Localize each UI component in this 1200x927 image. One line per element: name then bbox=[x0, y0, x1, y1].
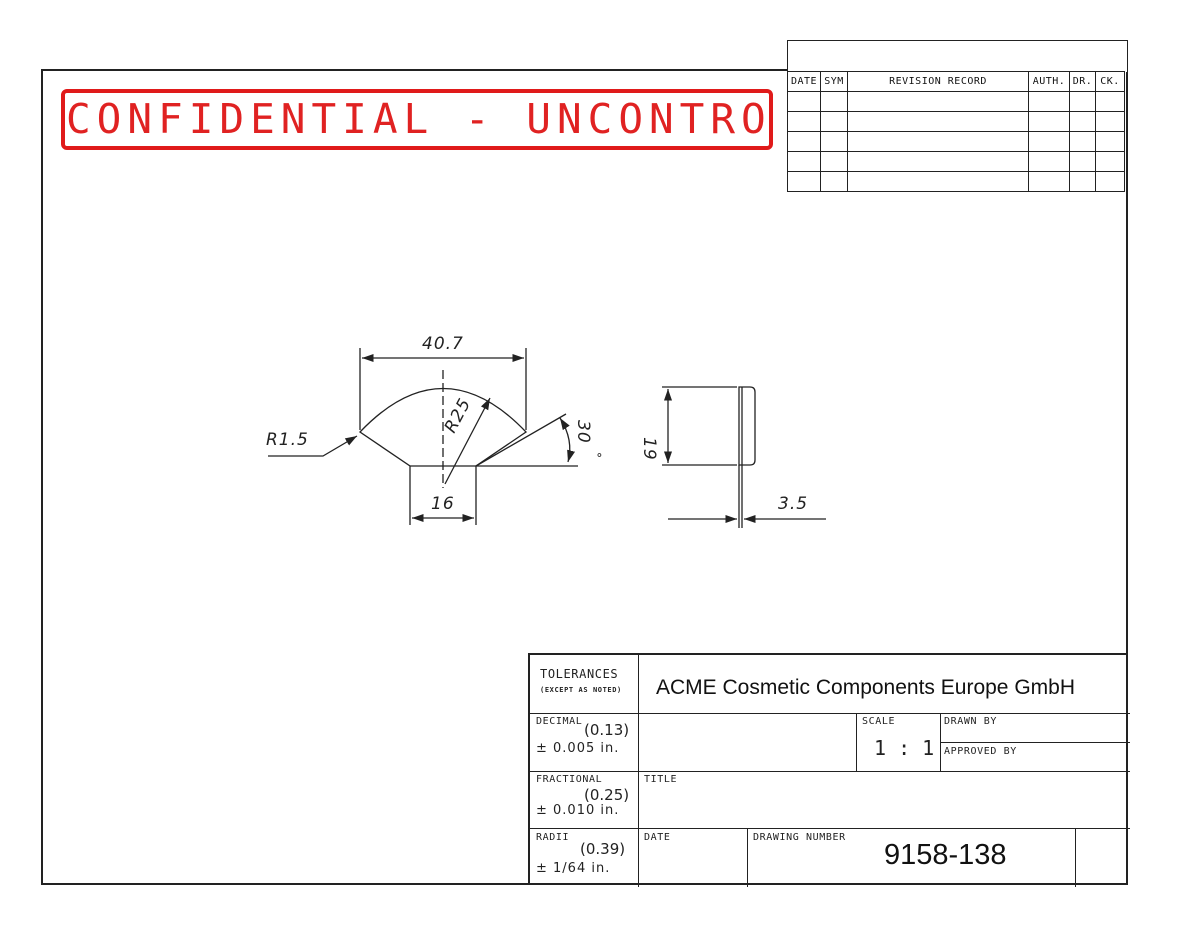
radii-mm: (0.39) bbox=[580, 840, 626, 858]
confidential-stamp-text: CONFIDENTIAL - UNCONTROLLED bbox=[66, 95, 766, 143]
dim-text-height: 19 bbox=[639, 437, 659, 461]
title-block: TOLERANCES (EXCEPT AS NOTED) ACME Cosmet… bbox=[528, 653, 1130, 887]
dim-text-thickness: 3.5 bbox=[778, 494, 808, 514]
decimal-label: DECIMAL bbox=[536, 716, 583, 727]
drawing-number: 9158-138 bbox=[884, 839, 1007, 871]
dim-text-r15: R1.5 bbox=[266, 430, 309, 450]
dim-text-r25: R25 bbox=[441, 395, 476, 437]
confidential-stamp bbox=[61, 89, 773, 150]
dim-line-r25 bbox=[444, 397, 491, 485]
dim-text-angle: 30 bbox=[573, 420, 593, 444]
revision-row bbox=[787, 111, 1125, 132]
sheet-border bbox=[41, 69, 1128, 885]
approved-by-label: APPROVED BY bbox=[944, 746, 1017, 757]
decimal-mm: (0.13) bbox=[584, 721, 630, 739]
company-name: ACME Cosmetic Components Europe GmbH bbox=[656, 676, 1075, 699]
title-label: TITLE bbox=[644, 774, 678, 785]
radii-value: ± 1/64 in. bbox=[536, 861, 611, 876]
tolerances-label: TOLERANCES bbox=[540, 667, 619, 681]
revision-row bbox=[787, 171, 1125, 192]
revision-row bbox=[787, 91, 1125, 112]
revision-table: DATE SYM REVISION RECORD AUTH. DR. CK. bbox=[787, 71, 1125, 192]
dim-text-width: 40.7 bbox=[422, 334, 464, 354]
drawn-by-label: DRAWN BY bbox=[944, 716, 997, 727]
decimal-value: ± 0.005 in. bbox=[536, 741, 620, 756]
dim-text-angle-unit: ° bbox=[589, 452, 603, 459]
rev-header-ck: CK. bbox=[1095, 71, 1125, 92]
tolerances-sub-label: (EXCEPT AS NOTED) bbox=[540, 686, 622, 694]
dim-text-base: 16 bbox=[431, 494, 455, 514]
revision-row bbox=[787, 151, 1125, 172]
scale-value: 1 : 1 bbox=[874, 736, 935, 760]
radii-label: RADII bbox=[536, 832, 570, 843]
fractional-mm: (0.25) bbox=[584, 786, 630, 804]
fractional-value: ± 0.010 in. bbox=[536, 803, 620, 818]
fractional-label: FRACTIONAL bbox=[536, 774, 603, 785]
scale-label: SCALE bbox=[862, 716, 896, 727]
part-side-profile bbox=[738, 386, 756, 466]
dim-arc-angle bbox=[559, 417, 576, 463]
drawing-number-label: DRAWING NUMBER bbox=[753, 832, 846, 843]
date-label: DATE bbox=[644, 832, 671, 843]
dim-leader-r15 bbox=[268, 435, 358, 457]
revision-table-top bbox=[787, 40, 1128, 72]
